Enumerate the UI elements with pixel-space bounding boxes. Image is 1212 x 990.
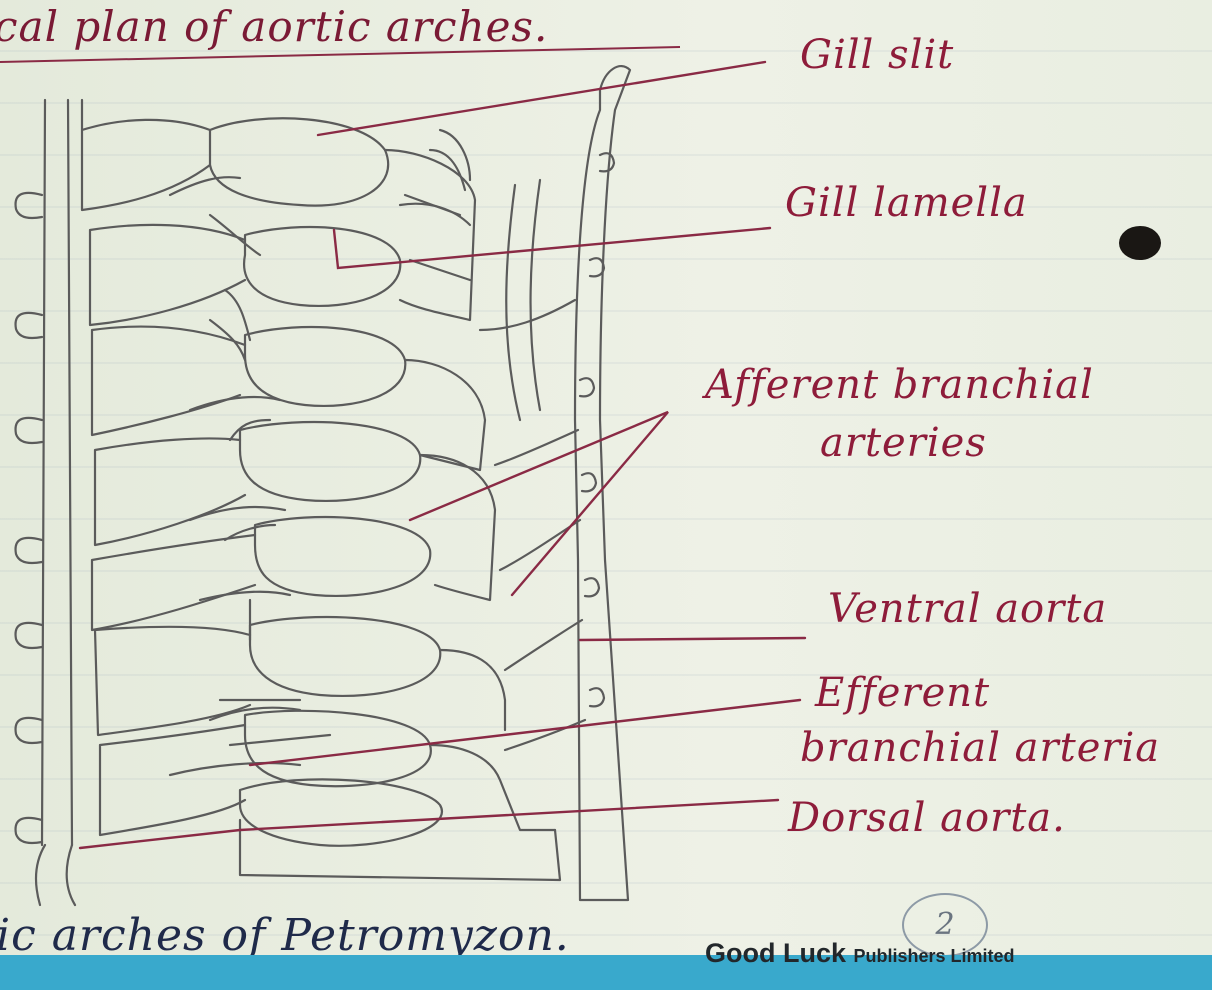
label-gill-slit: Gill slit bbox=[800, 32, 954, 78]
leader-ventral-aorta bbox=[580, 638, 805, 640]
figure-caption: ic arches of Petromyzon. bbox=[0, 910, 570, 961]
hole-punch bbox=[1119, 226, 1161, 260]
ventral-aorta-inner bbox=[506, 180, 540, 420]
dorsal-aorta-vessel bbox=[42, 100, 72, 845]
leader-efferent bbox=[250, 700, 800, 765]
ventral-aorta-vessel bbox=[575, 66, 630, 900]
leader-dorsal-aorta bbox=[80, 800, 778, 848]
label-ventral-aorta: Ventral aorta bbox=[828, 586, 1107, 632]
gill-sacs bbox=[210, 118, 442, 845]
dorsal-aorta-lower-branch bbox=[36, 845, 75, 905]
leader-gill-slit bbox=[318, 62, 765, 135]
leader-gill-lamella bbox=[334, 228, 770, 268]
dorsal-aorta-stubs bbox=[16, 193, 42, 843]
label-afferent-line2: arteries bbox=[820, 420, 987, 466]
page-bottom-strip bbox=[0, 955, 1212, 990]
leader-afferent bbox=[410, 412, 668, 595]
label-efferent-line2: branchial arteria bbox=[800, 725, 1160, 771]
label-efferent-line1: Efferent bbox=[815, 670, 990, 716]
label-afferent-line1: Afferent branchial bbox=[705, 362, 1094, 408]
pencil-drawing bbox=[16, 66, 630, 905]
afferent-arteries bbox=[480, 300, 585, 750]
publisher-name: Good Luck bbox=[705, 938, 846, 968]
publisher-suffix: Publishers Limited bbox=[854, 946, 1015, 966]
label-gill-lamella: Gill lamella bbox=[785, 180, 1028, 226]
publisher-mark: Good Luck Publishers Limited bbox=[705, 938, 1015, 969]
label-dorsal-aorta: Dorsal aorta. bbox=[788, 795, 1066, 841]
interpouch-connections bbox=[170, 177, 330, 775]
page-title: cal plan of aortic arches. bbox=[0, 2, 548, 51]
